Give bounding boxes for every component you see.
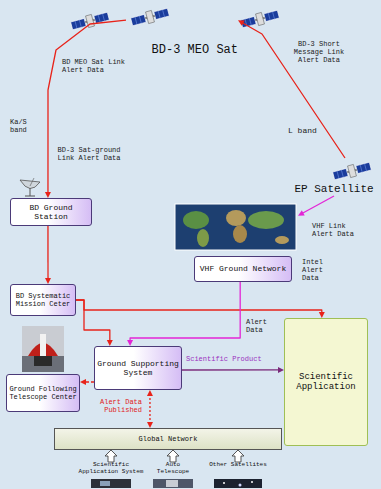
flow-connector xyxy=(182,367,284,373)
application-box: Scientific Application xyxy=(284,318,368,446)
satellite-node: BD-3 MEO Sat xyxy=(126,4,238,58)
satellite-icon xyxy=(130,6,170,27)
node-text: BD-3 MEO Sat xyxy=(152,44,238,58)
source-node: Other Satellites xyxy=(206,462,270,480)
flow-connector xyxy=(147,390,153,428)
system-box: Ground Supporting System xyxy=(94,346,182,390)
node-text: BD Systematic Mission Ceter xyxy=(13,292,73,308)
station-box: BD Ground Station xyxy=(10,198,92,226)
node-text: EP Satellite xyxy=(294,183,373,196)
flow-connector xyxy=(45,226,51,284)
flow-connector xyxy=(127,282,240,346)
annotation-label: Scientific Product xyxy=(186,355,278,363)
node-text: Ground Following Telescope Center xyxy=(9,385,77,401)
flow-connector xyxy=(45,20,126,198)
node-text: Scientific Application xyxy=(287,372,365,393)
source-node: Auto Telescope xyxy=(150,462,196,480)
node-text: Auto Telescope xyxy=(150,462,196,476)
annotation-label: L band xyxy=(288,126,322,135)
flow-connector xyxy=(76,300,325,318)
node-text: Ground Supporting System xyxy=(97,359,179,377)
annotation-label: VHF Link Alert Data xyxy=(312,222,358,238)
annotation-label: Intel Alert Data xyxy=(302,258,328,282)
node-text: BD Ground Station xyxy=(13,203,89,221)
annotation-label: BD MEO Sat Link Alert Data xyxy=(62,58,128,74)
annotation-label: BD-3 Short Message Link Alert Data xyxy=(292,40,346,64)
annotation-label: Ka/S band xyxy=(10,118,34,134)
thumbnail-photo xyxy=(91,479,262,488)
node-text: Other Satellites xyxy=(209,462,267,469)
center-box: BD Systematic Mission Ceter xyxy=(10,284,76,316)
flow-connector xyxy=(238,20,345,158)
satellite-icon xyxy=(70,10,110,31)
network-node: VHF Ground Network xyxy=(175,204,298,282)
network-bar: Global Network xyxy=(54,428,282,450)
node-text: VHF Ground Network xyxy=(194,256,292,282)
hollow-arrow xyxy=(105,450,117,462)
flow-connector xyxy=(298,196,334,216)
satellite-node: EP Satellite xyxy=(290,158,378,196)
flow-connector xyxy=(80,379,94,385)
annotation-label: Alert Data Published xyxy=(98,398,142,414)
source-node: Scientific Application System xyxy=(74,462,148,480)
node-text: Scientific Application System xyxy=(74,462,148,476)
world-map xyxy=(175,204,296,250)
annotation-label: Alert Data xyxy=(246,318,274,334)
hollow-arrow xyxy=(167,450,179,462)
flow-connector xyxy=(76,300,113,346)
hollow-arrow xyxy=(232,450,244,462)
annotation-label: BD-3 Sat-ground Link Alert Data xyxy=(56,146,122,162)
node-text: Global Network xyxy=(139,435,198,443)
satellite-icon xyxy=(240,8,280,29)
center-box: Ground Following Telescope Center xyxy=(6,374,80,412)
telescope-photo xyxy=(22,326,64,372)
satellite-icon xyxy=(332,160,372,181)
dish-icon xyxy=(20,178,40,196)
